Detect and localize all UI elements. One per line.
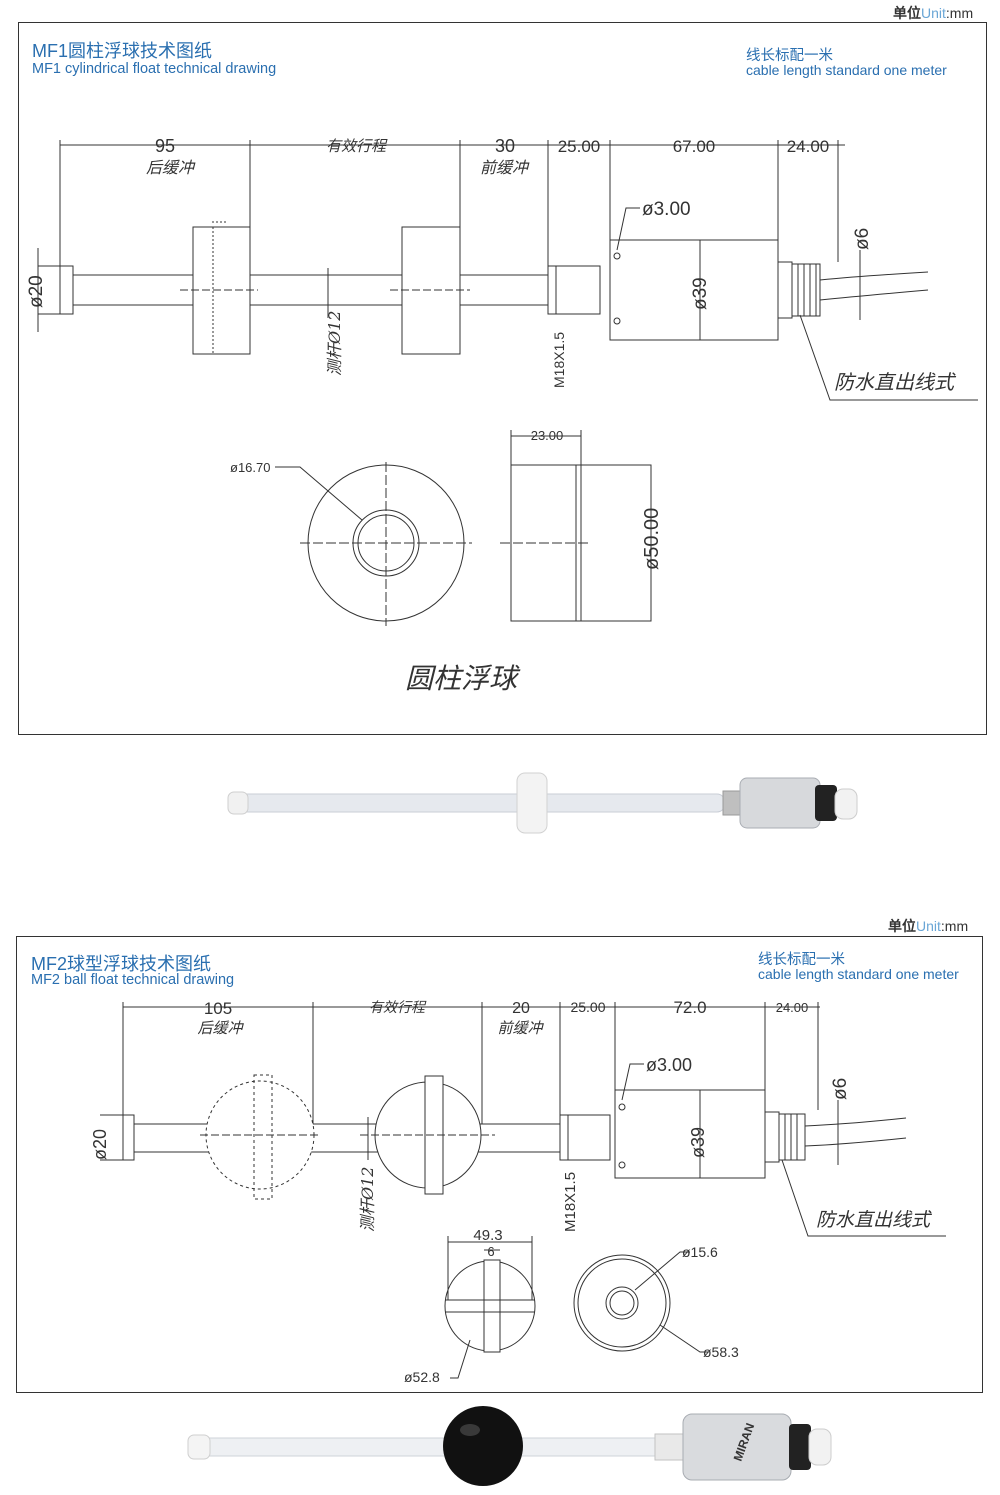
mf1-vent-hole: ø3.00 xyxy=(642,199,691,220)
mf1-end-cap-dia: ø20 xyxy=(26,275,47,308)
mf1-gland-len: 24.00 xyxy=(787,137,830,156)
mf2-cable-cn: 线长标配一米 xyxy=(758,952,845,968)
mf1-photo-rod xyxy=(239,793,726,813)
unit-label-top: 单位Unit:mm xyxy=(893,5,974,21)
mf1-waterproof: 防水直出线式 xyxy=(834,370,957,394)
mf1-float-dia: ø50.00 xyxy=(641,508,663,570)
mf1-cable-cn: 线长标配一米 xyxy=(746,48,833,64)
mf2-photo-ball-shine xyxy=(460,1424,480,1436)
mf2-photo-ball xyxy=(443,1406,523,1486)
mf1-photo-gland xyxy=(815,785,837,821)
mf2-front-buffer: 20 xyxy=(512,1000,530,1017)
mf1-front-buffer: 30 xyxy=(495,136,515,156)
mf1-stroke-label: 有效行程 xyxy=(326,137,388,155)
mf2-side-view: 105 后缓冲 有效行程 20 前缓冲 25.00 72.0 24.00 ø3.… xyxy=(90,998,946,1385)
mf1-side-view: 95 后缓冲 有效行程 30 前缓冲 25.00 67.00 24.00 ø3.… xyxy=(26,136,978,695)
mf2-photo-thread xyxy=(654,1433,686,1461)
mf1-front-buffer-label: 前缓冲 xyxy=(480,158,530,177)
mf2-vent-hole: ø3.00 xyxy=(646,1055,692,1075)
mf1-photo-end-cap xyxy=(227,791,249,815)
mf2-body-dia: ø39 xyxy=(688,1127,708,1158)
mf1-body-len: 67.00 xyxy=(673,137,716,156)
mf1-photo-gland-cap xyxy=(834,788,858,820)
mf2-rod-dia: 测杆Ø12 xyxy=(358,1167,377,1232)
mf1-caption: 圆柱浮球 xyxy=(405,662,521,695)
mf1-float-width: 23.00 xyxy=(531,428,564,443)
mf1-photo-body xyxy=(739,777,821,829)
mf1-title-en: MF1 cylindrical float technical drawing xyxy=(32,61,277,77)
mf2-waterproof: 防水直出线式 xyxy=(816,1209,933,1231)
mf2-drawing-panel xyxy=(16,936,983,1393)
mf1-thread: M18X1.5 xyxy=(551,332,567,388)
mf2-stroke-label: 有效行程 xyxy=(369,1000,427,1016)
mf2-ball-width: 49.3 xyxy=(473,1227,502,1244)
mf1-drawing-panel xyxy=(18,22,987,735)
mf1-photo-float xyxy=(516,772,548,834)
mf1-product-photo xyxy=(227,772,858,834)
mf2-product-photo: MIRAN xyxy=(187,1406,832,1486)
mf1-cable-en: cable length standard one meter xyxy=(746,62,947,78)
unit-label-bottom: 单位Unit:mm xyxy=(888,918,969,934)
mf2-cable-dia: ø6 xyxy=(830,1078,851,1100)
mf2-ball-bore: ø15.6 xyxy=(682,1244,718,1260)
mf2-photo-rod xyxy=(199,1437,681,1457)
mf2-dimension-labels: 105 后缓冲 有效行程 20 前缓冲 25.00 72.0 24.00 ø3.… xyxy=(90,998,933,1385)
mf2-gland-len: 24.00 xyxy=(776,1000,809,1015)
mf2-title-cn: MF2球型浮球技术图纸 xyxy=(31,954,211,974)
mf2-title-en: MF2 ball float technical drawing xyxy=(31,972,235,988)
mf2-photo-gland-cap xyxy=(808,1428,832,1466)
mf2-photo-end-cap xyxy=(187,1434,211,1460)
mf2-front-buffer-label: 前缓冲 xyxy=(497,1019,544,1037)
mf1-dimension-labels: 95 后缓冲 有效行程 30 前缓冲 25.00 67.00 24.00 ø3.… xyxy=(26,136,957,394)
mf1-cable-dia: ø6 xyxy=(852,228,873,250)
mf2-ball-dia: ø52.8 xyxy=(404,1369,440,1385)
mf2-thread-len: 25.00 xyxy=(570,999,605,1015)
mf1-rod-dia: 测杆Ø12 xyxy=(325,311,344,376)
mf1-thread-len: 25.00 xyxy=(558,137,601,156)
mf2-ball-outer: ø58.3 xyxy=(703,1344,739,1360)
mf2-rear-buffer: 105 xyxy=(204,999,232,1018)
mf2-ball-groove: 6 xyxy=(487,1244,494,1259)
mf2-rear-buffer-label: 后缓冲 xyxy=(197,1019,244,1037)
mf1-rear-buffer-label: 后缓冲 xyxy=(146,158,196,177)
mf1-title-cn: MF1圆柱浮球技术图纸 xyxy=(32,41,212,61)
mf2-photo-gland xyxy=(789,1424,811,1470)
mf2-body-len: 72.0 xyxy=(673,998,706,1017)
mf2-cable-en: cable length standard one meter xyxy=(758,966,959,982)
mf2-thread: M18X1.5 xyxy=(562,1172,579,1232)
mf2-end-cap-dia: ø20 xyxy=(90,1129,110,1160)
mf1-float-bore: ø16.70 xyxy=(230,460,270,475)
mf1-body-dia: ø39 xyxy=(690,277,711,310)
mf1-rear-buffer: 95 xyxy=(155,136,175,156)
